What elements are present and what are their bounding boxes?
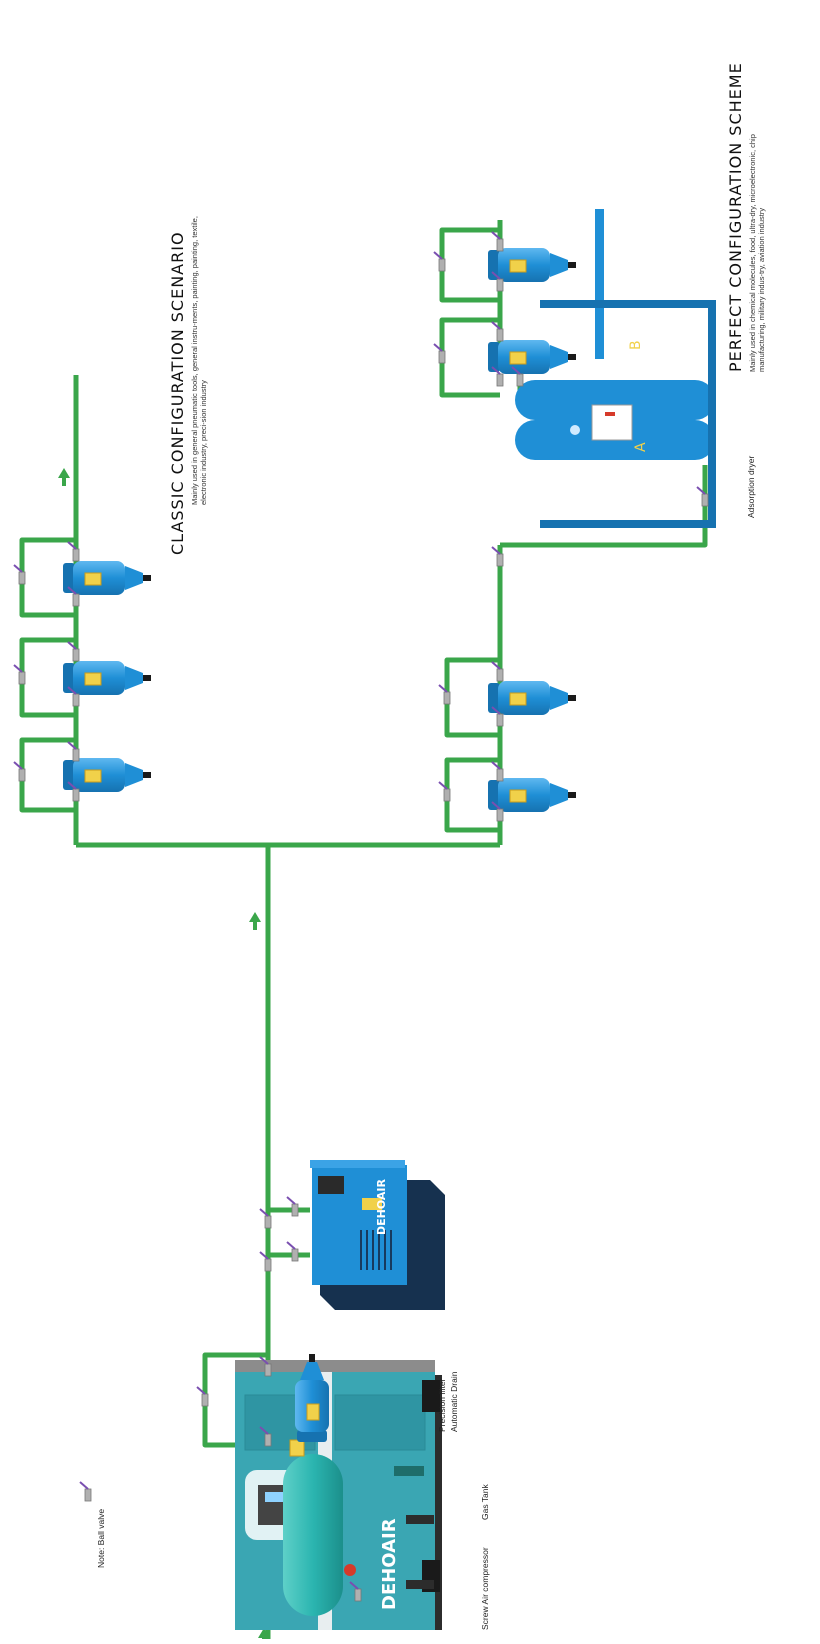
perfect-filter-3 [487,339,577,375]
classic-title: CLASSIC CONFIGURATION SCENARIO [168,231,187,555]
compressor-label: Screw Air compressor [480,1547,490,1630]
perfect-title: PERFECT CONFIGURATION SCHEME [726,62,745,372]
perfect-description: Mainly used in chemical molecules, food,… [748,134,766,372]
gas-tank [283,1439,434,1616]
classic-filter-3 [62,560,152,596]
tower-a-mark: A [633,442,649,452]
ball-valve-icon [286,1241,299,1262]
ball-valve-icon [286,1196,299,1217]
flow-arrow-up-icon [58,468,70,478]
classic-description: Mainly used in general pneumatic tools, … [190,216,208,505]
dryer-brand-logo: DEHOAIR [375,1178,388,1235]
adsorption-dryer-label: Adsorption dryer [746,455,756,518]
dryer-tower-marks: A B [628,340,649,452]
classic-filter-2 [62,660,152,696]
classic-filter-1 [62,757,152,793]
automatic-drain-label: Automatic Drain [449,1371,459,1432]
compressor-brand-logo: DEHOAIR [379,1518,400,1610]
perfect-filter-1 [487,777,577,813]
note-ball-valve-label: Note: Ball valve [96,1508,106,1568]
gas-tank-label: Gas Tank [480,1484,490,1520]
tower-b-mark: B [628,340,644,350]
flow-arrow-up-icon [249,912,261,922]
flow-arrow-up-icon [258,1628,270,1638]
perfect-filter-2 [487,680,577,716]
adsorption-dryer: A B [515,209,716,528]
precision-filter-label: Precision filter [437,1378,447,1432]
legend-ball-valve-icon [79,1481,92,1502]
perfect-filter-4 [487,247,577,283]
refrigerated-dryer: DEHOAIR [310,1160,445,1310]
